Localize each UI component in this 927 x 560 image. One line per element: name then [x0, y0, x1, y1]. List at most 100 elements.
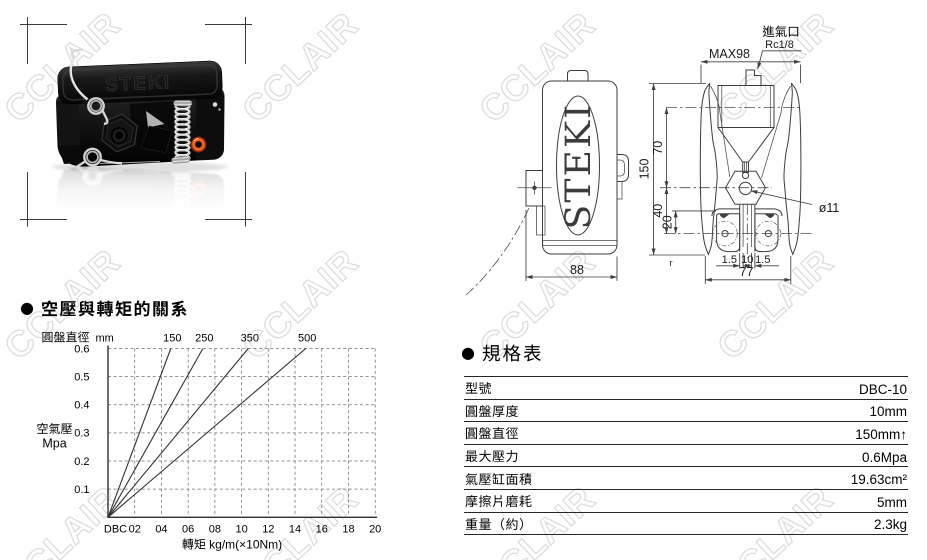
spec-label: 重量（約）	[465, 513, 533, 533]
chart-ytick: 0.3	[74, 428, 89, 440]
spec-table-row: 摩擦片磨耗 5mm	[464, 490, 908, 513]
coil-spring	[171, 100, 193, 164]
chart-ytick: 0.1	[74, 484, 89, 496]
chart-series-label: 500	[298, 333, 316, 345]
chart-xtick: 10	[235, 524, 247, 536]
spec-table-row: 圓盤直徑 150mm↑	[464, 422, 908, 445]
spec-value: 10mm	[869, 400, 907, 421]
chart-xtick: 18	[342, 524, 354, 536]
chart-origin-label: DBC	[104, 524, 127, 536]
front-dim-plate-right: 1.5	[755, 254, 770, 266]
front-dim-20: 20	[661, 215, 675, 229]
crop-mark-top-left	[20, 17, 67, 64]
chart-xtick: 06	[182, 524, 194, 536]
torsion-clip-top	[69, 48, 109, 126]
front-piston-circle-right	[755, 220, 781, 247]
chart-ytick: 0.5	[74, 371, 89, 383]
chart-series-label: 150	[163, 333, 181, 345]
crop-mark-top-right	[205, 17, 252, 64]
front-dim-70: 70	[651, 141, 665, 155]
chart-ytick: 0.4	[74, 400, 89, 412]
side-view-drawing: STEKI 88	[465, 70, 629, 296]
front-inlet-tab	[745, 69, 762, 86]
front-view-drawing: 進氣口 Rc1/8 MAX98 150 70 40 20 ø11 1.5 10	[638, 21, 840, 284]
side-logo-text: STEKI	[559, 103, 599, 230]
spec-table-row: 重量（約） 2.3kg	[464, 513, 908, 536]
front-dim-77: 77	[740, 265, 754, 279]
side-pivot-centerline	[517, 181, 552, 195]
watermark-text: CCLAIR	[0, 478, 128, 560]
front-arm-levers	[710, 85, 791, 179]
spring-pin-top	[173, 100, 193, 107]
side-pad-plate	[536, 205, 546, 236]
chart-xtick: 08	[209, 524, 221, 536]
front-dim-ext-slot	[739, 253, 756, 269]
spec-label: 圓盤厚度	[465, 400, 520, 420]
spec-label: 型號	[465, 378, 493, 398]
chart-series-label: 250	[195, 333, 213, 345]
side-body-outline	[542, 80, 618, 255]
product-foot	[58, 145, 81, 164]
front-slot-inner	[742, 204, 752, 247]
spec-label: 氣壓缸面積	[465, 468, 533, 488]
product-lid: STEKI	[57, 60, 223, 105]
front-dim-gap: 10	[741, 254, 753, 266]
chart-ytick: 0.2	[74, 456, 89, 468]
front-pad-hole-left	[721, 230, 729, 238]
front-dim-150: 150	[638, 159, 652, 180]
spec-table-row: 氣壓缸面積 19.63cm²	[464, 467, 908, 490]
chart-xlabel: 轉矩 kg/m(×10Nm)	[182, 536, 282, 553]
spec-value: 2.3kg	[873, 513, 907, 534]
chart-ylabel-unit: Mpa	[42, 437, 66, 451]
side-ear-inner	[617, 159, 625, 177]
spec-label: 最大壓力	[465, 446, 520, 466]
air-port	[190, 136, 207, 153]
chart-xtick: 12	[262, 524, 274, 536]
side-pivot-block	[525, 170, 543, 207]
chart-xtick: 04	[155, 524, 167, 536]
front-arm-right	[783, 82, 802, 255]
spec-value: 0.6Mpa	[861, 445, 907, 466]
hex-nut	[101, 113, 138, 153]
chart-xtick: 16	[316, 524, 328, 536]
spec-section-title: ●規格表	[461, 340, 543, 366]
side-dim-88: 88	[570, 263, 584, 277]
clamp-highlight	[146, 111, 165, 128]
chart-xtick: 14	[289, 524, 301, 536]
front-slot-outer	[739, 205, 756, 252]
clamp-arm	[140, 125, 173, 153]
front-v-linkage	[717, 127, 775, 163]
highlight-dot	[218, 108, 221, 111]
side-swing-arc	[465, 207, 530, 296]
front-dim-ext-max98	[700, 64, 801, 83]
bullet-icon: ●	[20, 297, 34, 317]
front-dim-max98: MAX98	[709, 47, 750, 61]
product-reflection	[54, 163, 226, 286]
bullet-icon: ●	[461, 343, 475, 362]
front-dim-40: 40	[651, 204, 665, 218]
front-dim-plate-left: 1.5	[722, 254, 737, 266]
front-pad-wedge-right	[764, 214, 775, 219]
spec-label: 摩擦片磨耗	[465, 491, 533, 511]
chart-title-text: 空壓與轉矩的關系	[40, 295, 189, 320]
spec-table-row: 最大壓力 0.6Mpa	[464, 445, 908, 468]
spec-value: 150mm↑	[855, 422, 907, 443]
front-hole-leader	[750, 190, 813, 205]
side-ear-outer	[617, 154, 629, 182]
front-hole-dia: ø11	[819, 201, 840, 215]
front-pad-wedge-left	[719, 214, 730, 219]
side-ear-step	[617, 181, 623, 200]
side-top-nub	[567, 70, 589, 81]
front-inlet-label: 進氣口	[762, 21, 800, 40]
front-block-inner-lines	[721, 85, 771, 128]
spec-value: 19.63cm²	[850, 468, 907, 489]
chart-xtick: 02	[129, 524, 141, 536]
front-piston-circle-left	[712, 220, 738, 247]
chart-xtick: 20	[369, 524, 381, 536]
spec-value: 5mm	[877, 490, 907, 511]
chart-ytick: 0.6	[74, 343, 89, 355]
torsion-clip-bottom	[67, 147, 161, 170]
